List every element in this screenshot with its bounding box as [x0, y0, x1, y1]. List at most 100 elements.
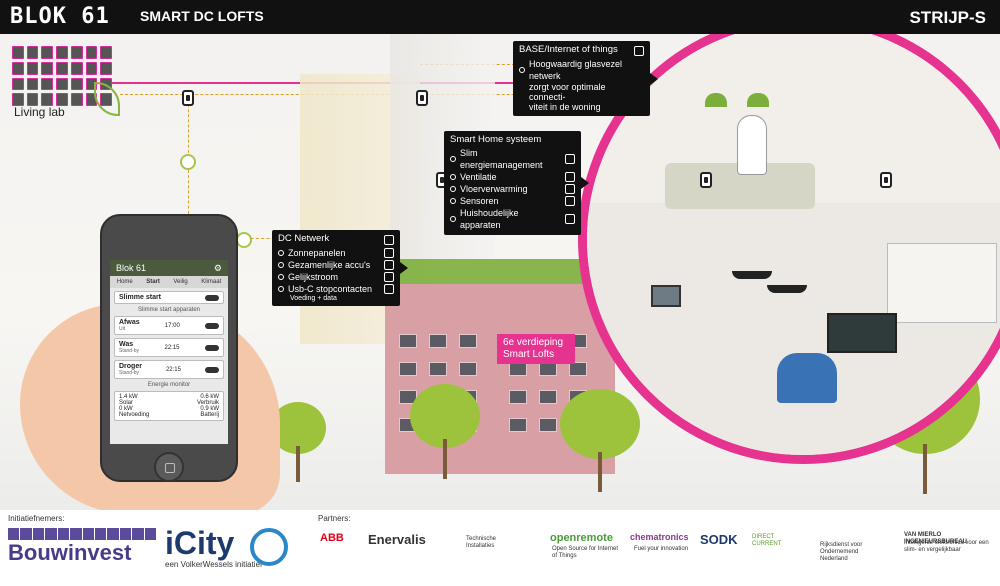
device-time: 17:00 [164, 322, 180, 329]
header-bar: BLOK 61 SMART DC LOFTS STRIJP-S [0, 0, 1000, 34]
tab-klimaat[interactable]: Klimaat [201, 279, 222, 285]
energy-monitor-header: Energie monitor [147, 382, 191, 388]
television [827, 313, 897, 353]
callout-base-title: BASE/Internet of things [519, 44, 618, 55]
icity-mark-icon [250, 528, 288, 566]
device-toggle[interactable] [204, 322, 219, 329]
callout-dc-title: DC Netwerk [278, 233, 330, 244]
phone-home-button[interactable] [154, 452, 184, 482]
bullet-icon [450, 174, 456, 180]
app-title: Blok 61 [116, 263, 147, 273]
bouwinvest-name: Bouwinvest [8, 540, 132, 565]
sun-icon [384, 248, 394, 258]
battery-label: Batterij [200, 412, 219, 418]
callout-dc-item: Gezamenlijke accu's [288, 260, 371, 270]
tree-trunk [598, 452, 602, 492]
bullet-icon [450, 216, 456, 222]
device-name: Was [119, 341, 134, 348]
fan-icon [565, 172, 575, 182]
solar-value: 1.4 kW [119, 394, 138, 400]
smart-lofts-floor: 6e verdieping [503, 337, 564, 348]
partner-chematronics-sub: Fuel your innovation [634, 546, 689, 552]
callout-smart-home-item: Huishoudelijke apparaten [460, 208, 519, 230]
partner-direct-current: DIRECT CURRENT [752, 534, 782, 547]
illustration-scene: Living lab BASE/Internet [0, 34, 1000, 510]
location-title: STRIJP-S [909, 8, 986, 27]
plant-icon [705, 93, 727, 107]
device-name: Droger [119, 363, 142, 370]
partner-openremote-sub: Open Source for Internet of Things [552, 546, 619, 559]
device-time: 22:15 [165, 366, 181, 373]
smart-lofts-name: Smart Lofts [503, 349, 555, 360]
pendant-lamp [732, 271, 772, 279]
callout-dc-network: DC Netwerk Zonnepanelen Gezamenlijke acc… [272, 230, 408, 306]
plug-icon [182, 90, 194, 106]
tab-home[interactable]: Home [116, 279, 133, 285]
tree-trunk [296, 446, 300, 482]
devices-header: Slimme start apparaten [137, 307, 201, 313]
bullet-icon [278, 274, 284, 280]
solar-label: Solar [119, 400, 134, 406]
living-lab-grid [12, 46, 112, 106]
callout-smart-home: Smart Home systeem Slim energiemanagemen… [444, 131, 589, 235]
partner-openremote: openremote [550, 532, 613, 544]
bullet-icon [519, 67, 525, 73]
partner-enervalis: Enervalis [368, 532, 426, 547]
tree-trunk [923, 444, 927, 494]
person-with-remote [777, 353, 837, 403]
icity-logo: iCity een VolkerWessels initiatief [165, 526, 262, 569]
settings-gear-icon[interactable]: ⚙ [213, 263, 222, 273]
bullet-icon [450, 156, 456, 162]
sensor-icon [565, 196, 575, 206]
network-icon [384, 235, 394, 245]
pendant-lamp [767, 285, 807, 293]
partner-abb: ABB [320, 532, 344, 544]
living-lab-label: Living lab [14, 105, 65, 119]
callout-dc-item: Gelijkstroom [288, 272, 339, 282]
icity-tagline: een VolkerWessels initiatief [165, 560, 263, 569]
partner-van-mierlo-sub: Intelligente elektronica voor een slim- … [904, 540, 989, 553]
grid-value: 0 kW [119, 406, 133, 412]
app-tabs: Home Start Veilig Klimaat [110, 276, 228, 288]
battery-value: 0.9 kW [200, 406, 219, 412]
grid-label: Netvoeding [119, 412, 150, 418]
device-toggle[interactable] [205, 344, 219, 351]
person-on-sofa [737, 115, 767, 175]
center-value: 0.6 kW [200, 394, 219, 400]
callout-smart-home-item: Slim energiemanagement [460, 148, 543, 170]
partner-sodk: SODK [700, 532, 738, 547]
bullet-icon [278, 262, 284, 268]
device-toggle[interactable] [205, 366, 219, 373]
plug-icon [416, 90, 428, 106]
wire-phone-link [240, 238, 280, 239]
initiators-label: Initiatiefnemers: [8, 514, 65, 523]
device-name: Afwas [119, 319, 140, 326]
dc-symbol-icon [384, 272, 394, 282]
tab-start[interactable]: Start [146, 279, 160, 285]
wifi-icon [634, 46, 644, 56]
plug-icon [700, 172, 712, 188]
smart-start-label: Slimme start [119, 294, 162, 301]
smartphone: Blok 61 ⚙ Home Start Veilig Klimaat Slim… [100, 214, 238, 482]
device-status: Uit [119, 326, 126, 332]
video-call-screen [651, 285, 681, 307]
callout-dc-note: Voeding + data [290, 295, 337, 302]
living-lab-panel: Living lab [8, 42, 128, 120]
partner-technische-installaties: Technische Installaties [466, 536, 497, 549]
icity-name: iCity [165, 525, 235, 561]
callout-smart-home-item: Sensoren [460, 196, 499, 206]
appliance-icon [565, 214, 575, 224]
callout-base-iot: BASE/Internet of things Hoogwaardig glas… [513, 41, 658, 116]
tree-trunk [443, 439, 447, 479]
brand-logo: BLOK 61 [10, 4, 110, 29]
plant-icon [747, 93, 769, 107]
smart-start-toggle-row[interactable]: Slimme start [114, 291, 224, 304]
phone-screen: Blok 61 ⚙ Home Start Veilig Klimaat Slim… [110, 260, 228, 444]
smart-start-toggle[interactable] [205, 294, 219, 301]
partner-rvo: Rijksdienst voor Ondernemend Nederland [820, 542, 863, 562]
tab-veilig[interactable]: Veilig [173, 279, 188, 285]
leaf-icon [94, 82, 120, 116]
